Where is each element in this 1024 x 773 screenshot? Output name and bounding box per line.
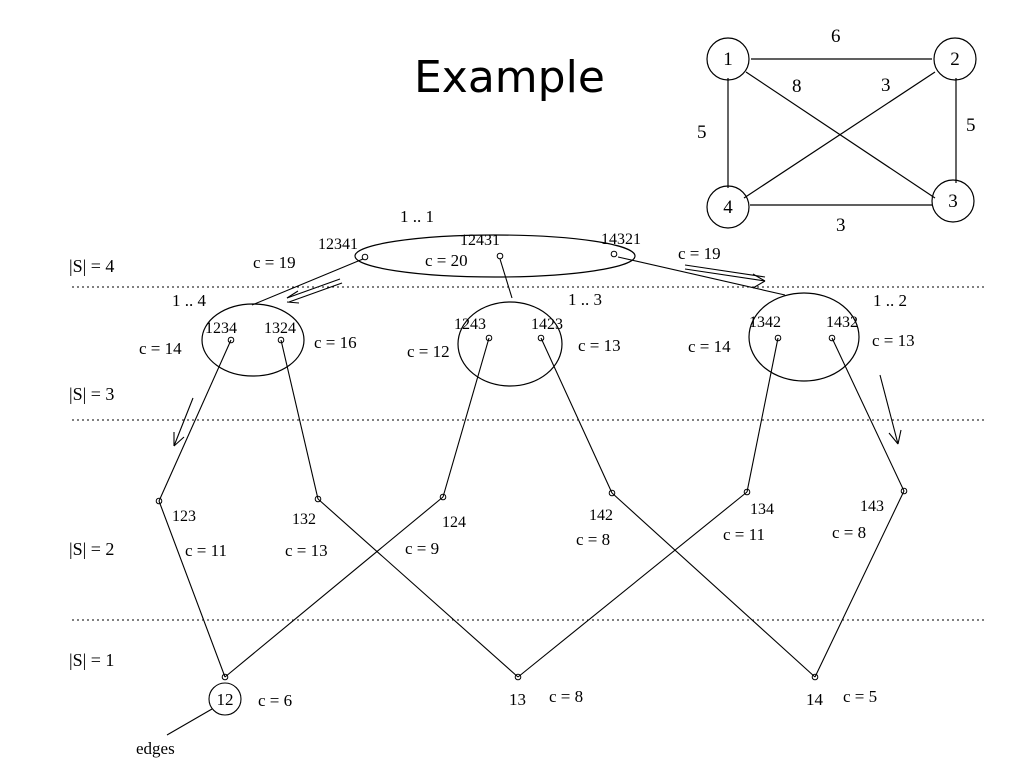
node-143-label: 143 xyxy=(860,498,884,515)
weight-1-4: 5 xyxy=(697,122,707,143)
arrow-right-top xyxy=(684,264,766,289)
node-14321 xyxy=(610,250,618,258)
level-label-4: |S| = 4 xyxy=(69,256,114,276)
node-13-cost: c = 8 xyxy=(549,687,583,706)
node-1234-cost: c = 14 xyxy=(139,339,182,358)
weight-2-3: 5 xyxy=(966,115,976,136)
node-124-cost: c = 9 xyxy=(405,539,439,558)
node-13-label: 13 xyxy=(509,690,526,709)
node-1423-label: 1423 xyxy=(531,316,563,333)
group-1-2-label: 1 .. 2 xyxy=(873,291,907,310)
node-143 xyxy=(900,487,908,495)
node-1432-cost: c = 13 xyxy=(872,331,915,350)
node-142-cost: c = 8 xyxy=(576,530,610,549)
level-separators xyxy=(72,286,985,621)
node-143-cost: c = 8 xyxy=(832,523,866,542)
node-142 xyxy=(608,489,616,497)
graph-edge-2-4 xyxy=(743,71,936,199)
edges-pointer-line xyxy=(166,708,213,736)
node-12-cost: c = 6 xyxy=(258,691,292,710)
node-14 xyxy=(811,673,819,681)
edges-label: edges xyxy=(136,739,175,758)
node-1324-label: 1324 xyxy=(264,320,296,337)
node-1243-label: 1243 xyxy=(454,316,486,333)
group-1-4-ellipse xyxy=(201,303,305,377)
node-14-cost: c = 5 xyxy=(843,687,877,706)
graph-node-4 xyxy=(706,185,750,229)
node-1324 xyxy=(277,336,285,344)
node-132-cost: c = 13 xyxy=(285,541,328,560)
node-12341 xyxy=(361,253,369,261)
node-123 xyxy=(155,497,163,505)
node-1423-cost: c = 13 xyxy=(578,336,621,355)
link-top-to-1-3 xyxy=(499,258,513,299)
node-1342-label: 1342 xyxy=(749,314,781,331)
node-1324-cost: c = 16 xyxy=(314,333,357,352)
node-134 xyxy=(743,488,751,496)
group-1-1-label: 1 .. 1 xyxy=(400,207,434,226)
node-134-label: 134 xyxy=(750,501,774,518)
node-1234-label: 1234 xyxy=(205,320,237,337)
level-label-3: |S| = 3 xyxy=(69,384,114,404)
node-14-label: 14 xyxy=(806,690,824,709)
group-1-2-ellipse xyxy=(748,292,860,382)
node-123-cost: c = 11 xyxy=(185,541,227,560)
node-123-label: 123 xyxy=(172,508,196,525)
weight-3-4: 3 xyxy=(836,215,846,236)
node-124-label: 124 xyxy=(442,514,466,531)
graph-node-3 xyxy=(931,179,975,223)
group-1-1-ellipse xyxy=(354,234,636,278)
node-1432 xyxy=(828,334,836,342)
node-134-cost: c = 11 xyxy=(723,525,765,544)
level-label-2: |S| = 2 xyxy=(69,539,114,559)
node-12341-cost: c = 19 xyxy=(253,253,296,272)
graph-node-1-label: 1 xyxy=(723,49,733,70)
graph-node-2 xyxy=(933,37,977,81)
node-12431-label: 12431 xyxy=(460,232,500,249)
node-1342-cost: c = 14 xyxy=(688,337,731,356)
link-top-to-1-2 xyxy=(617,256,786,296)
node-124 xyxy=(439,493,447,501)
node-12431-cost: c = 20 xyxy=(425,251,468,270)
node-14321-cost: c = 19 xyxy=(678,244,721,263)
node-13 xyxy=(514,673,522,681)
weighted-graph: 1 2 3 4 6 8 3 5 5 3 xyxy=(697,26,977,236)
node-1234 xyxy=(227,336,235,344)
node-14321-label: 14321 xyxy=(601,231,641,248)
level-label-1: |S| = 1 xyxy=(69,650,114,670)
group-1-4-label: 1 .. 4 xyxy=(172,291,207,310)
node-1432-label: 1432 xyxy=(826,314,858,331)
node-12 xyxy=(221,673,229,681)
edges-l3-l2 xyxy=(158,337,905,502)
arrow-left-top xyxy=(286,278,343,304)
group-1-3-label: 1 .. 3 xyxy=(568,290,602,309)
edges-l2-l1 xyxy=(158,490,905,678)
node-1243 xyxy=(485,334,493,342)
link-top-to-1-4 xyxy=(251,258,364,306)
node-132 xyxy=(314,495,322,503)
node-12-label: 12 xyxy=(217,690,234,709)
arrow-left-mid xyxy=(173,397,194,447)
node-12341-label: 12341 xyxy=(318,236,358,253)
weight-1-2: 6 xyxy=(831,26,841,47)
group-1-3-ellipse xyxy=(457,301,563,387)
edges-highlight-circle xyxy=(208,682,242,716)
graph-node-1 xyxy=(706,37,750,81)
node-1342 xyxy=(774,334,782,342)
node-142-label: 142 xyxy=(589,507,613,524)
weight-2-4: 3 xyxy=(881,75,891,96)
graph-node-2-label: 2 xyxy=(950,49,960,70)
weight-1-3: 8 xyxy=(792,76,802,97)
graph-node-4-label: 4 xyxy=(723,197,733,218)
node-132-label: 132 xyxy=(292,511,316,528)
slide-title: Example xyxy=(414,52,605,103)
node-1243-cost: c = 12 xyxy=(407,342,450,361)
node-12431 xyxy=(496,252,504,260)
graph-node-3-label: 3 xyxy=(948,191,958,212)
arrow-right-mid xyxy=(879,374,902,445)
node-1423 xyxy=(537,334,545,342)
